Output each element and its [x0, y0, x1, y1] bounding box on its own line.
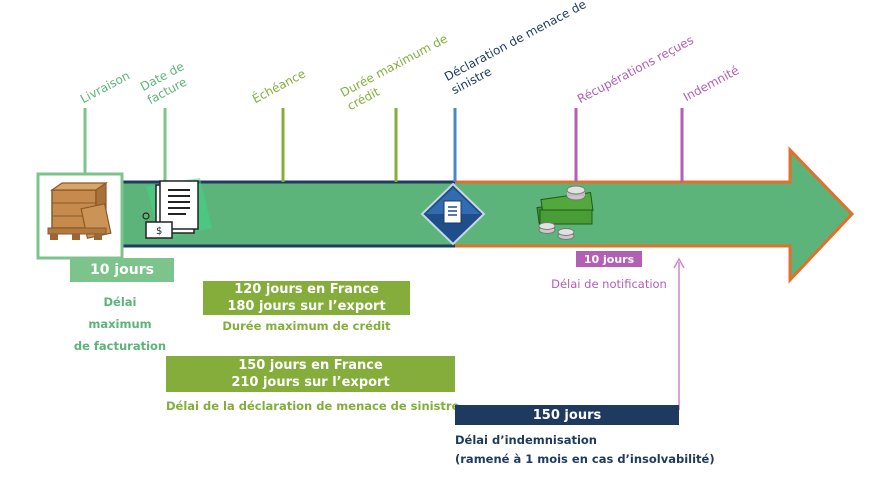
money-stack-icon [536, 185, 594, 240]
invoice-icon: $ [142, 178, 212, 240]
box-facturation: 10 jours [70, 258, 174, 282]
indemnite-connector-head [673, 257, 685, 269]
document-diamond-icon [420, 182, 486, 246]
crate-icon [36, 172, 124, 260]
caption-facturation-line1: Délai [103, 295, 137, 309]
caption-facturation: Délai maximum de facturation [60, 291, 180, 357]
caption-credit: Durée maximum de crédit [222, 319, 391, 333]
box-notification: 10 jours [576, 251, 642, 267]
box-credit: 120 jours en France 180 jours sur l’expo… [203, 281, 410, 315]
caption-indemnisation-line2: (ramené à 1 mois en cas d’insolvabilité) [455, 452, 715, 466]
box-indemnisation: 150 jours [455, 405, 679, 425]
caption-indemnisation-line1: Délai d’indemnisation [455, 433, 597, 447]
box-facturation-text: 10 jours [90, 261, 154, 278]
box-declaration-line1: 150 jours en France [238, 358, 383, 373]
box-declaration-line2: 210 jours sur l’export [231, 375, 390, 390]
caption-indemnisation: Délai d’indemnisation (ramené à 1 mois e… [455, 431, 715, 469]
arrow-right-border [455, 146, 855, 284]
box-indemnisation-text: 150 jours [532, 407, 602, 423]
caption-declaration: Délai de la déclaration de menace de sin… [166, 399, 460, 413]
box-credit-line2: 180 jours sur l’export [227, 299, 386, 314]
box-declaration: 150 jours en France 210 jours sur l’expo… [166, 356, 455, 392]
caption-facturation-line3: de facturation [73, 339, 167, 353]
box-notification-text: 10 jours [583, 252, 635, 266]
caption-notification: Délai de notification [551, 277, 667, 291]
box-credit-line1: 120 jours en France [234, 282, 379, 297]
timeline-arrow [120, 150, 852, 280]
svg-text:$: $ [156, 226, 162, 237]
caption-facturation-line2: maximum [88, 317, 152, 331]
